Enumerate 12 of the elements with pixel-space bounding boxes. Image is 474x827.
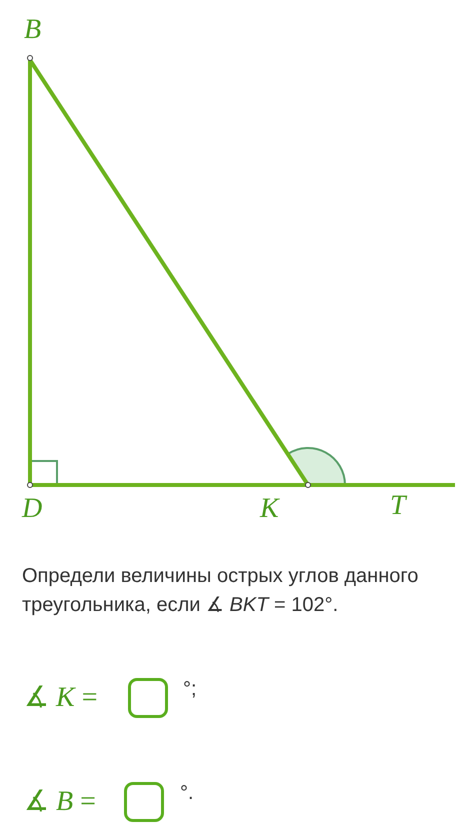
question-text: Определи величины острых углов данного треугольника, если ∡ BKT = 102°. — [22, 564, 420, 618]
vertex: B — [22, 16, 48, 62]
triangle-side — [30, 483, 308, 487]
vertex: D — [20, 483, 50, 525]
triangle-side — [308, 483, 455, 487]
degree-sign: °; — [183, 677, 197, 702]
angle-expression: ∡ B = — [24, 785, 96, 819]
degree-sign: °. — [180, 781, 194, 806]
triangle-side — [28, 60, 32, 485]
angle-expression: ∡ K = — [24, 681, 98, 715]
vertex: K — [256, 483, 322, 525]
point-label: T — [388, 490, 414, 522]
